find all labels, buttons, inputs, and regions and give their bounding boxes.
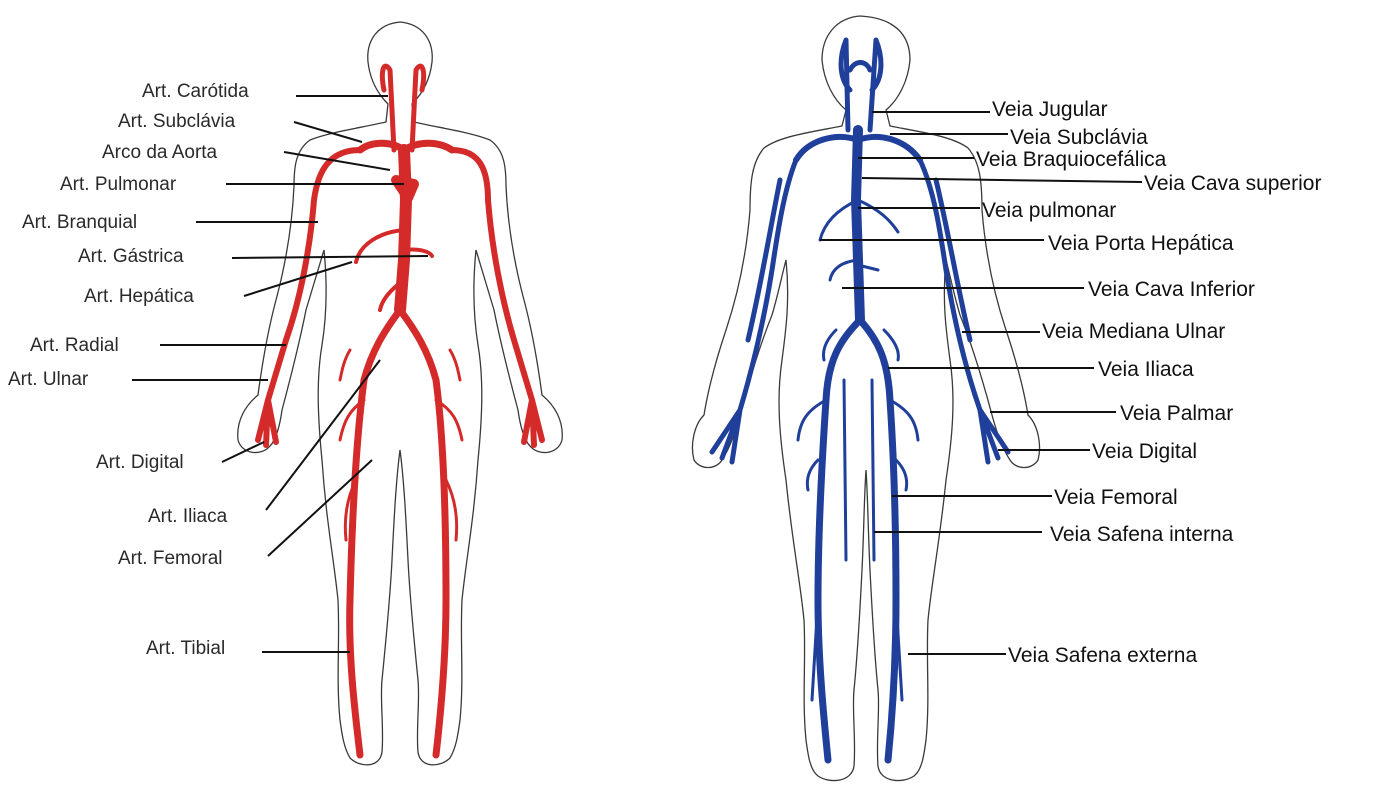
artery-figure: Art. Carótida Art. Subclávia Arco da Aor…: [8, 22, 562, 765]
jugular-veins: [841, 40, 881, 130]
aortic-arch: [360, 143, 452, 150]
body-outline-left: [238, 22, 563, 765]
label-veia-cava-superior: Veia Cava superior: [1144, 172, 1321, 195]
vein-figure: Veia Jugular Veia Subclávia Veia Braquio…: [692, 16, 1321, 781]
label-art-gastrica: Art. Gástrica: [78, 246, 184, 267]
heart-mark: [396, 180, 414, 198]
label-veia-braquiocefalica: Veia Braquiocefálica: [976, 148, 1167, 171]
label-art-pulmonar: Art. Pulmonar: [60, 174, 177, 195]
label-art-hepatica: Art. Hepática: [84, 286, 194, 307]
arm-veins-right: [712, 160, 796, 462]
label-veia-femoral: Veia Femoral: [1054, 486, 1178, 509]
label-art-branquial: Art. Branquial: [22, 212, 137, 233]
label-art-radial: Art. Radial: [30, 335, 119, 356]
label-art-iliaca: Art. Iliaca: [148, 506, 228, 527]
carotid-arteries: [382, 66, 423, 150]
arm-arteries-right: [258, 150, 360, 445]
label-veia-subclavia: Veia Subclávia: [1010, 126, 1148, 149]
label-veia-cava-inferior: Veia Cava Inferior: [1088, 278, 1255, 301]
leg-arteries: [350, 310, 446, 755]
label-art-ulnar: Art. Ulnar: [8, 369, 89, 390]
label-art-carotida: Art. Carótida: [142, 81, 249, 102]
label-veia-safena-interna: Veia Safena interna: [1050, 523, 1234, 546]
label-art-digital: Art. Digital: [96, 452, 184, 473]
label-veia-pulmonar: Veia pulmonar: [982, 199, 1116, 222]
label-veia-porta-hepatica: Veia Porta Hepática: [1048, 232, 1234, 255]
arm-arteries-left: [452, 150, 542, 445]
artery-labels: Art. Carótida Art. Subclávia Arco da Aor…: [8, 81, 249, 659]
label-art-subclavia: Art. Subclávia: [118, 111, 236, 132]
label-art-femoral: Art. Femoral: [118, 548, 223, 569]
label-veia-palmar: Veia Palmar: [1120, 402, 1233, 425]
label-arco-da-aorta: Arco da Aorta: [102, 142, 218, 163]
label-veia-iliaca: Veia Iliaca: [1098, 358, 1194, 381]
label-veia-mediana-ulnar: Veia Mediana Ulnar: [1042, 320, 1225, 343]
leg-veins: [818, 320, 896, 760]
label-veia-digital: Veia Digital: [1092, 440, 1197, 463]
abdominal-branches: [356, 230, 432, 310]
label-art-tibial: Art. Tibial: [146, 638, 225, 659]
label-veia-safena-externa: Veia Safena externa: [1008, 644, 1197, 667]
vein-labels: Veia Jugular Veia Subclávia Veia Braquio…: [976, 98, 1321, 667]
label-veia-jugular: Veia Jugular: [992, 98, 1108, 121]
